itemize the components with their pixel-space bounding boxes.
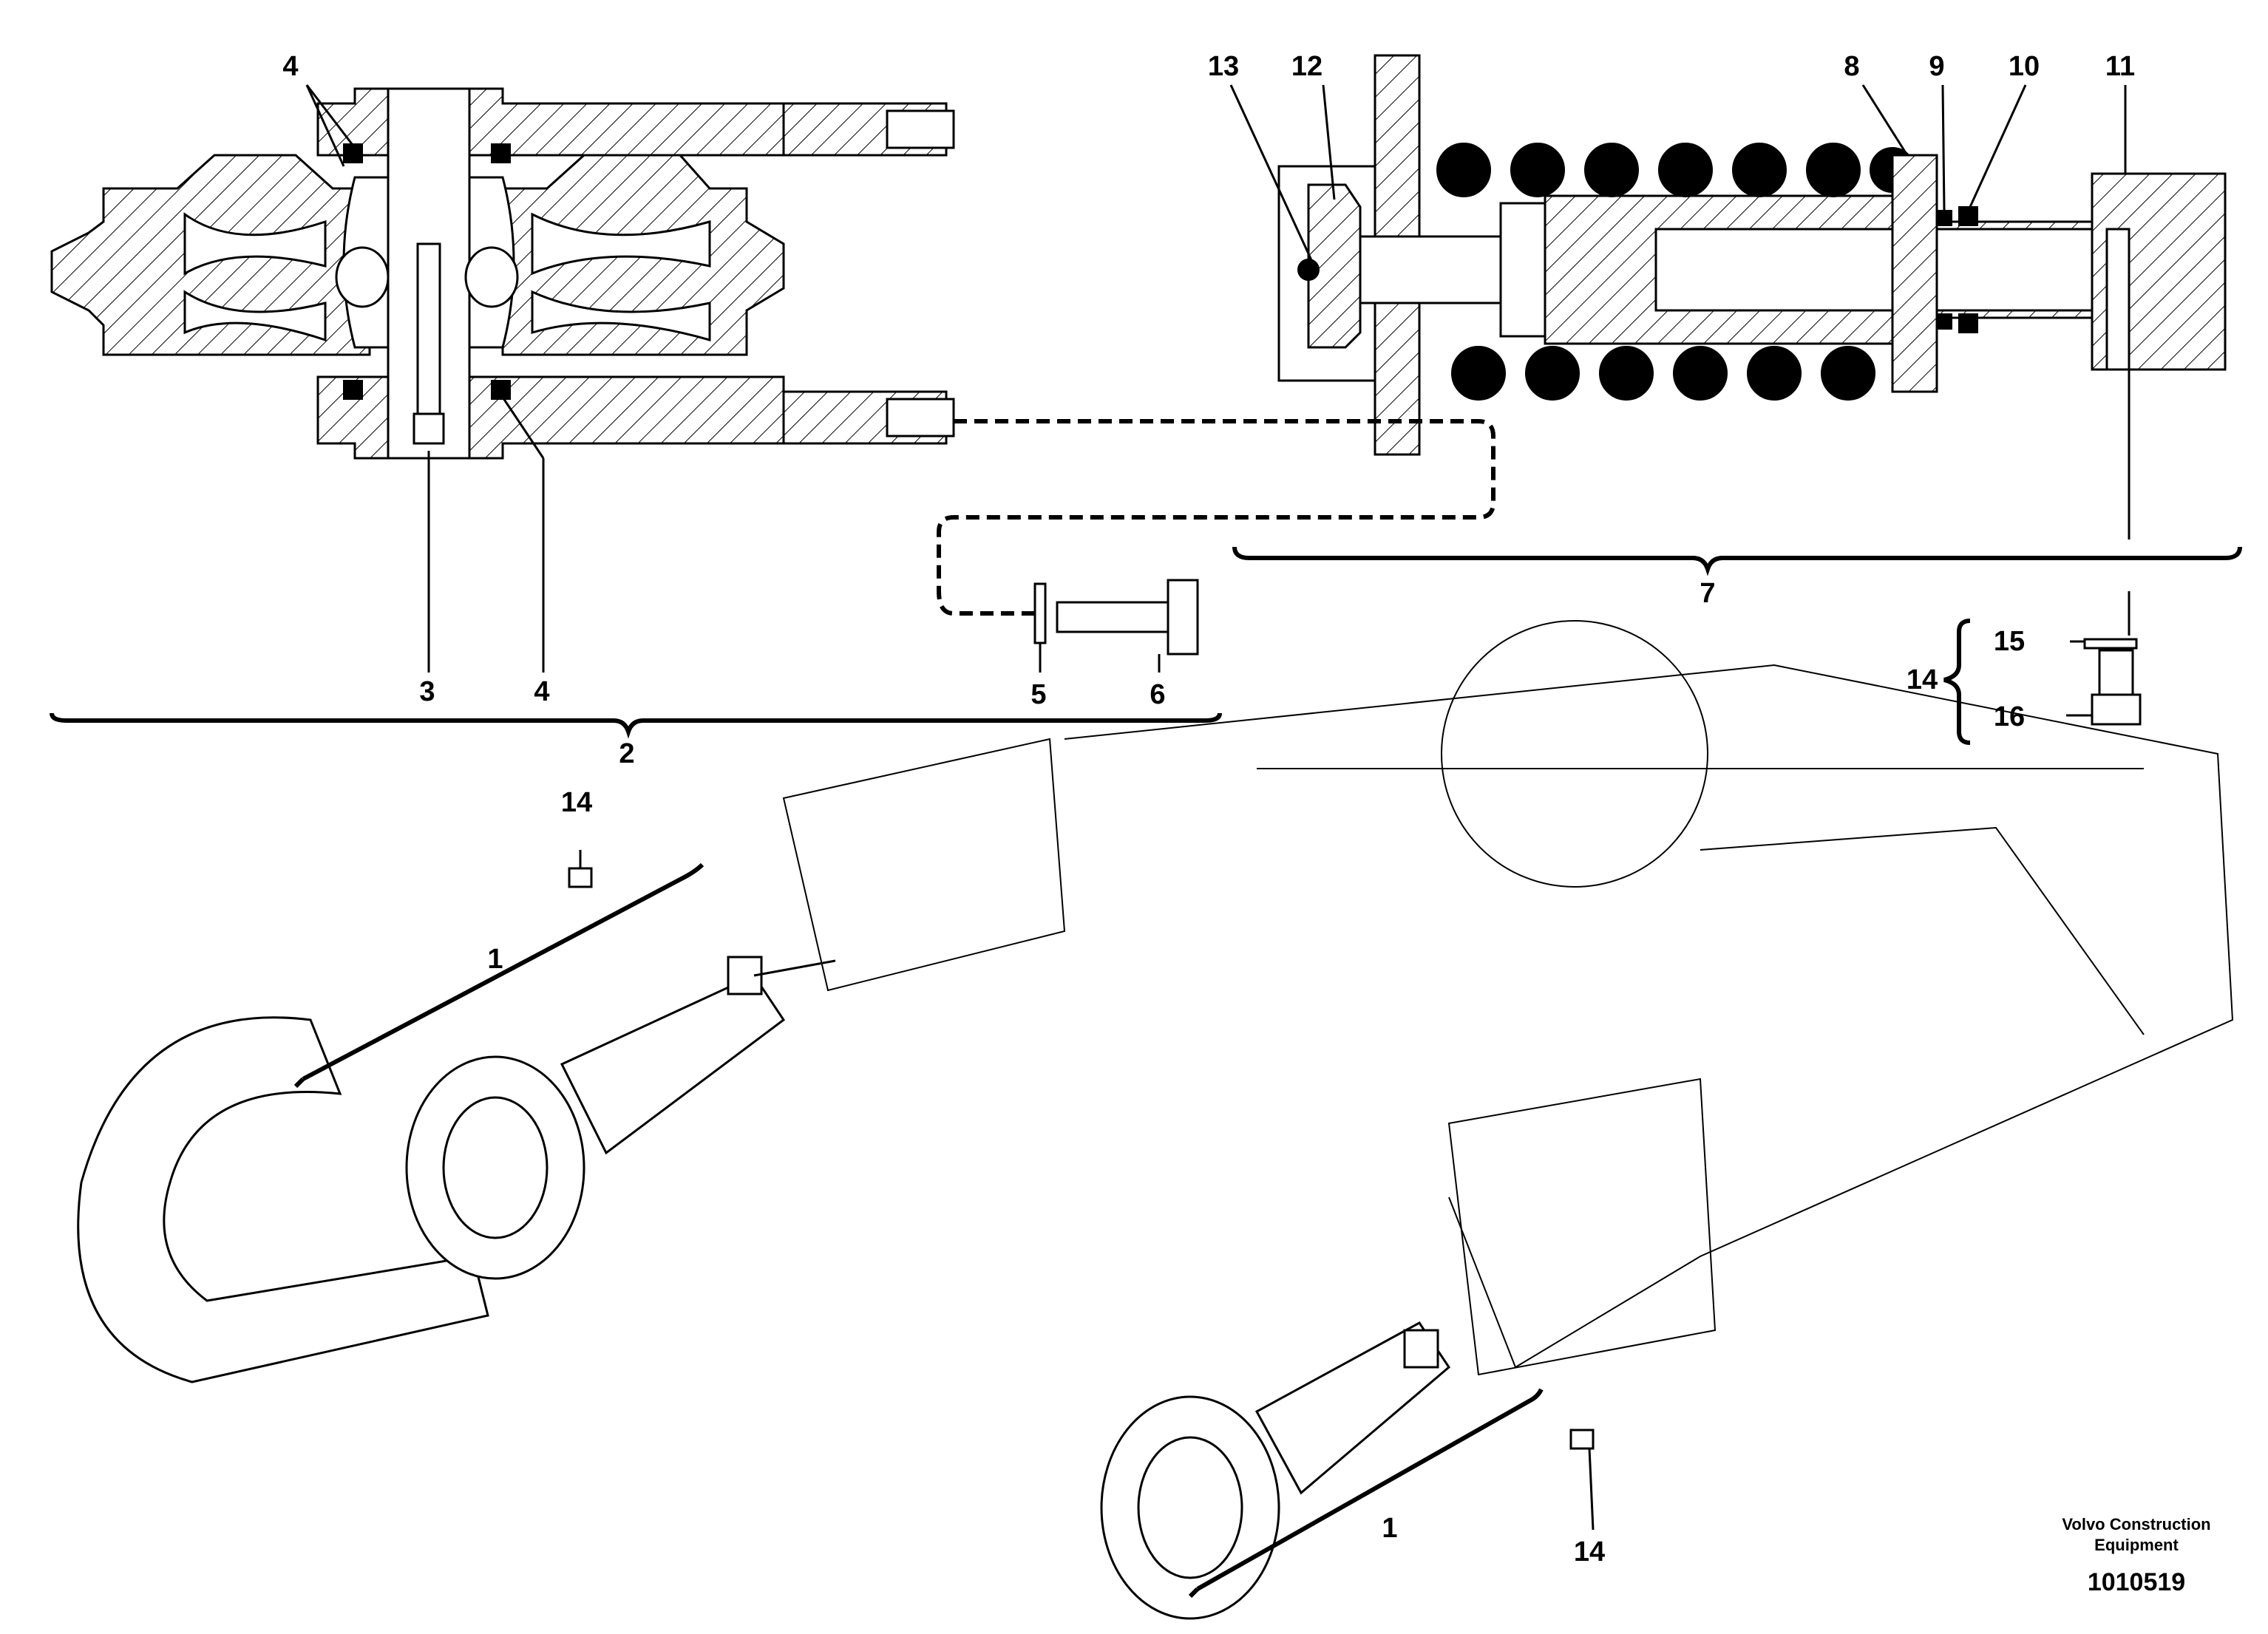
idler-wheel-section	[50, 87, 955, 460]
callout-14-left: 14	[561, 787, 592, 818]
callout-6: 6	[1150, 679, 1165, 710]
callout-8: 8	[1844, 51, 1859, 82]
callout-3: 3	[419, 676, 435, 707]
spring-coils	[1436, 143, 1915, 401]
grease-nipple-assembly	[2083, 638, 2142, 726]
connector-line	[937, 419, 1495, 616]
credit-line-2: Equipment	[2094, 1536, 2179, 1554]
callout-14-right: 14	[1574, 1536, 1605, 1567]
callout-10: 10	[2009, 51, 2040, 82]
leader-lines	[305, 84, 2131, 1531]
callout-7: 7	[1700, 578, 1715, 609]
brace-lines	[50, 546, 2242, 1599]
callout-4-top: 4	[282, 51, 298, 82]
rubber-track	[77, 1016, 489, 1383]
undercarriage-frame	[782, 620, 2234, 1376]
callout-11: 11	[2105, 51, 2135, 82]
callout-1-right: 1	[1382, 1513, 1397, 1544]
idler-assembly-left	[405, 956, 786, 1280]
callout-14-bracket: 14	[1907, 664, 1938, 695]
callout-1-left: 1	[487, 944, 503, 975]
callout-4-bottom: 4	[534, 676, 549, 707]
callout-9: 9	[1929, 51, 1944, 82]
tensioner-cylinder-section	[1277, 54, 2227, 456]
callout-12: 12	[1291, 51, 1323, 82]
callout-labels: 4 3 4 2 5 6 13 12 8 9 10 11 7 15 14 16 1…	[282, 51, 2135, 1567]
grease-nipple-left	[568, 867, 593, 888]
bolt-and-washer	[1033, 579, 1199, 656]
idler-assembly-right	[1100, 1321, 1450, 1620]
callout-15: 15	[1994, 626, 2025, 657]
callout-16: 16	[1994, 701, 2025, 732]
credit-line-1: Volvo Construction	[2062, 1515, 2210, 1533]
callout-13: 13	[1208, 51, 1239, 82]
callout-2: 2	[619, 738, 634, 769]
document-number: 1010519	[2088, 1568, 2185, 1596]
grease-nipple-right	[1569, 1429, 1595, 1450]
drawing-credit: Volvo Construction Equipment 1010519	[2062, 1515, 2210, 1596]
callout-5: 5	[1031, 679, 1046, 710]
